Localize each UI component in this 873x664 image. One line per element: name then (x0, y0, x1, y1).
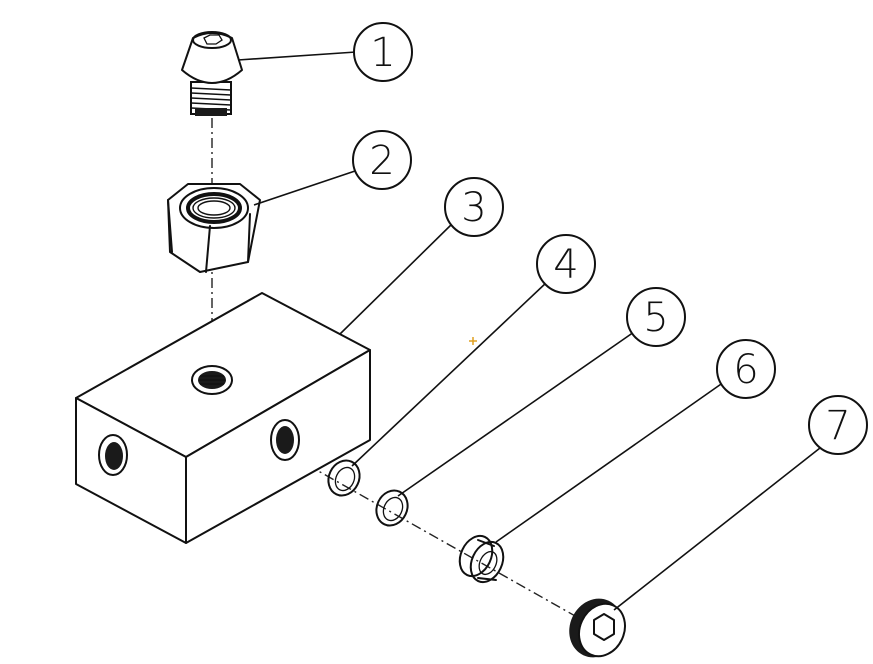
balloon-3-label: 3 (461, 185, 486, 231)
balloon-4-label: 4 (553, 242, 578, 288)
balloon-5: 5 (626, 287, 686, 347)
part-6-spacer (458, 534, 505, 584)
leader-line-2 (253, 169, 359, 206)
leader-line-5 (397, 331, 635, 497)
part-1-cone-fitting (181, 31, 243, 116)
balloon-1: 1 (353, 22, 413, 82)
leader-line-4 (351, 281, 548, 467)
leader-line-7 (613, 447, 821, 611)
balloon-7-label: 7 (825, 403, 850, 449)
balloon-7: 7 (808, 395, 868, 455)
balloon-6: 6 (716, 339, 776, 399)
part-2-hex-nut (167, 183, 261, 273)
leader-line-3 (339, 221, 455, 335)
part-3-manifold-block (75, 292, 371, 544)
leader-line-6 (495, 381, 725, 543)
balloon-1-label: 1 (370, 30, 395, 76)
balloon-4: 4 (536, 234, 596, 294)
balloon-6-label: 6 (733, 347, 758, 393)
part-5-washer (375, 489, 409, 527)
balloon-5-label: 5 (643, 295, 668, 341)
balloon-2: 2 (352, 130, 412, 190)
diagonal-center-line (289, 454, 601, 631)
crosshair-marker-icon (469, 337, 477, 345)
balloon-2-label: 2 (369, 138, 394, 184)
part-7-set-screw (569, 598, 626, 658)
part-4-washer (327, 459, 361, 497)
leader-line-1 (237, 51, 357, 61)
balloon-3: 3 (444, 177, 504, 237)
